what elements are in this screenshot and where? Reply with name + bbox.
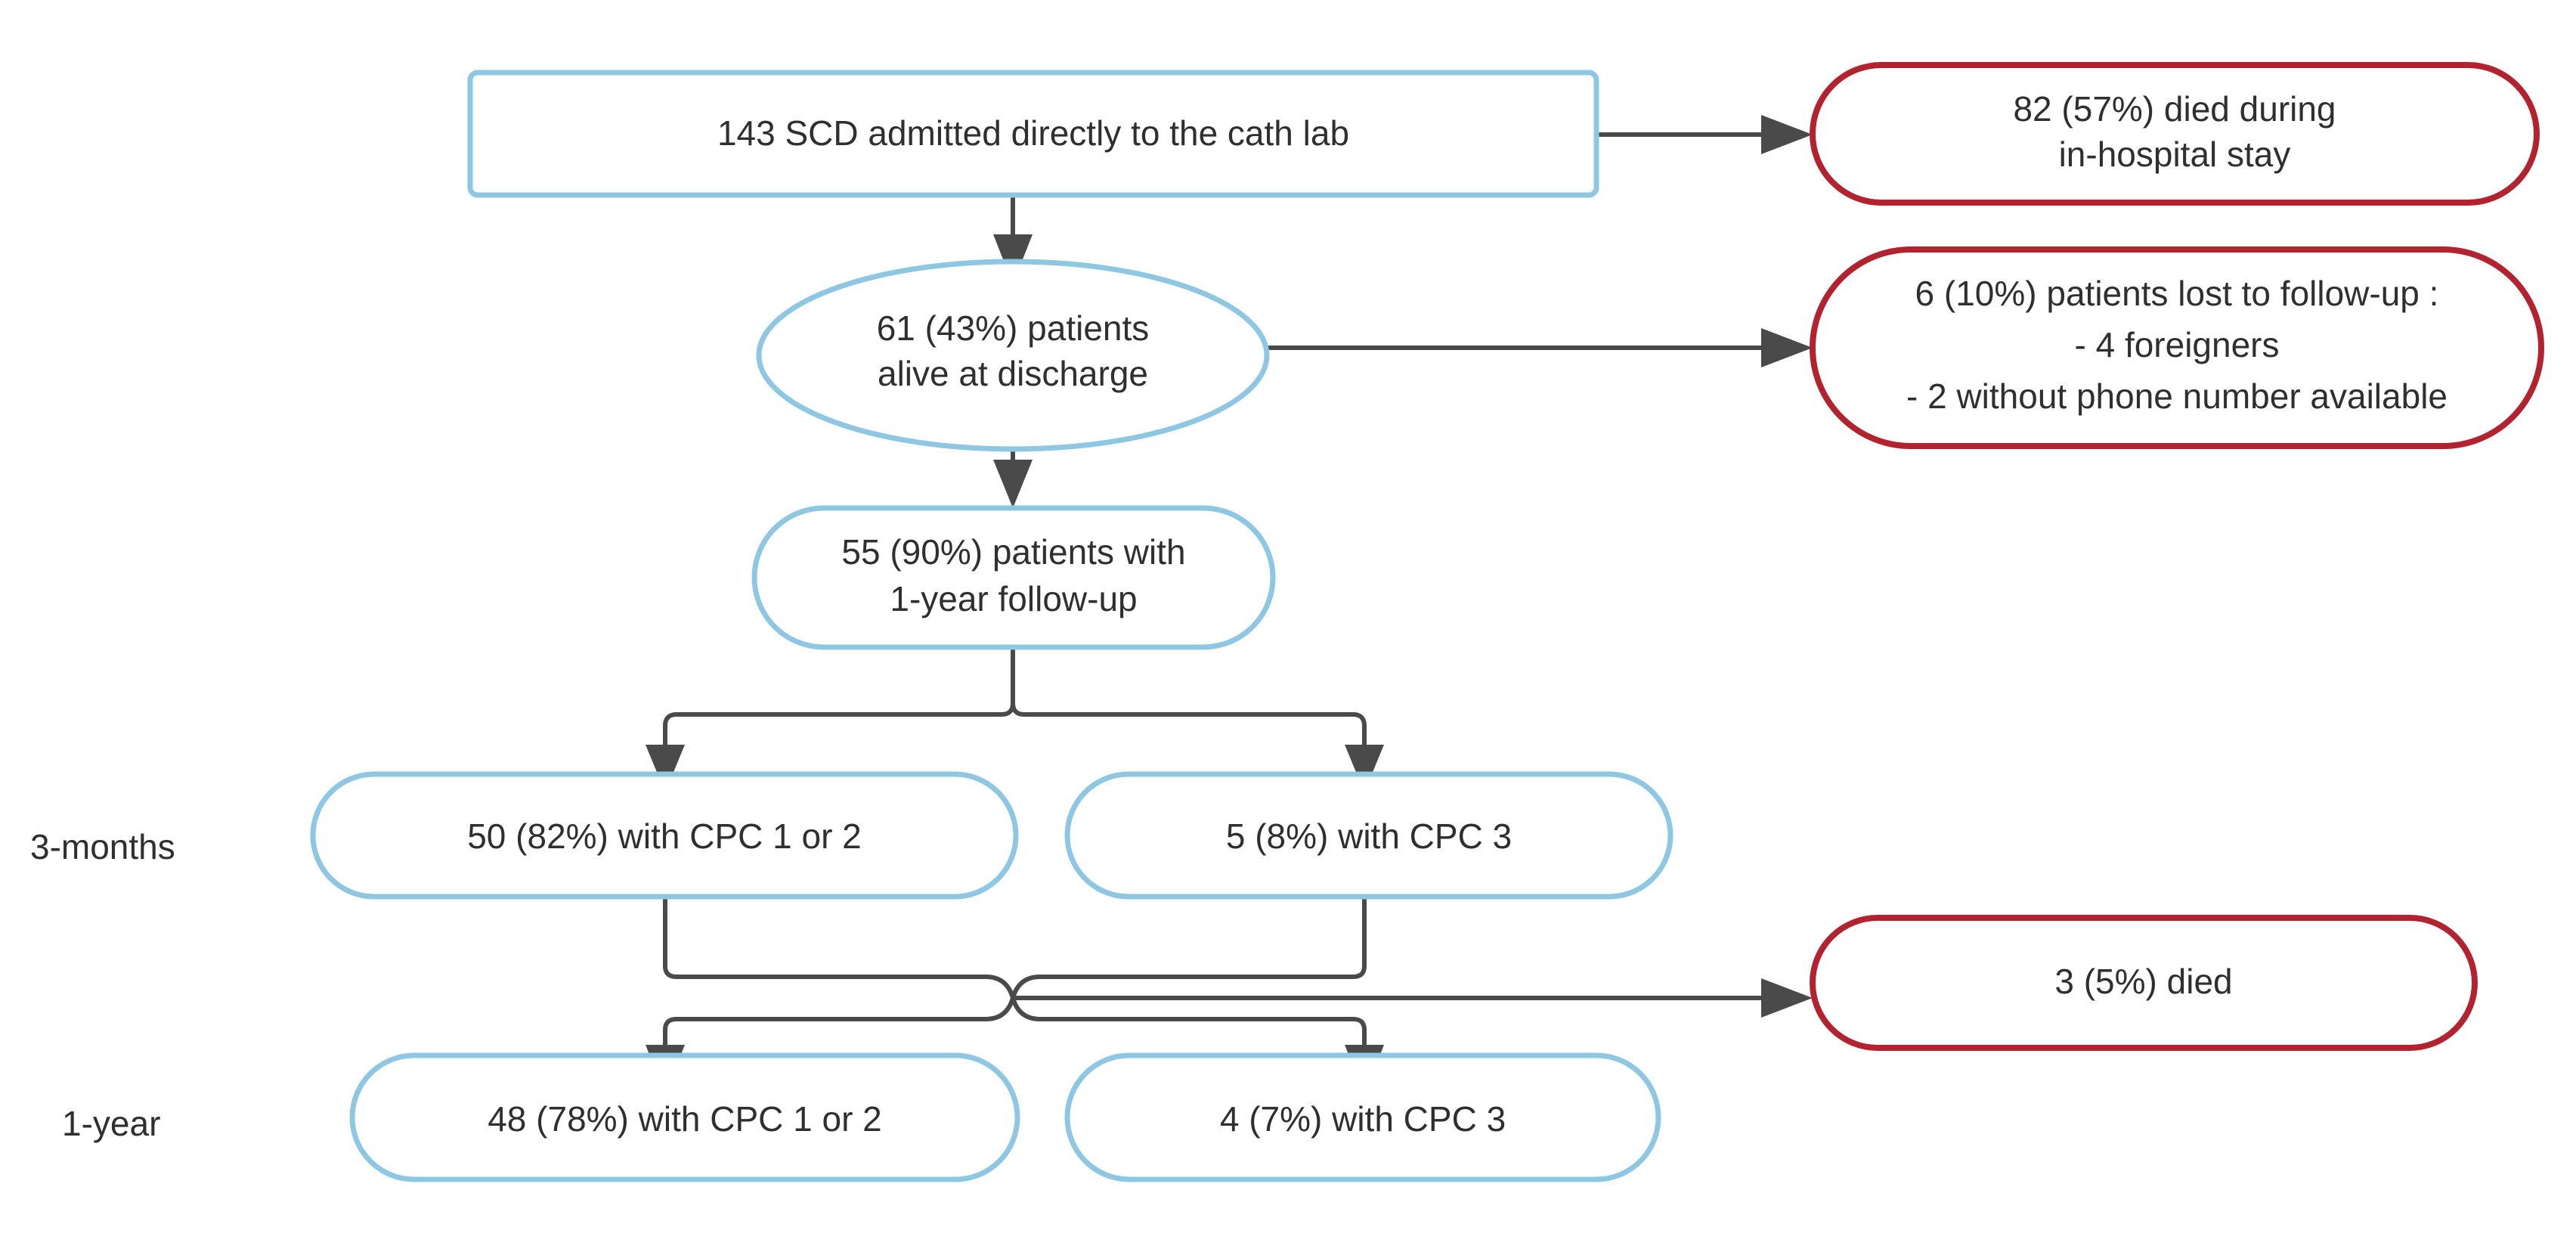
node-alive-at-discharge[interactable]: 61 (43%) patients alive at discharge	[756, 259, 1270, 452]
node-died-followup-label: 3 (5%) died	[2054, 962, 2232, 1001]
edge-line-lower-right	[1011, 997, 1367, 1045]
node-one-year-follow-up[interactable]: 55 (90%) patients with 1-year follow-up	[751, 505, 1276, 650]
stage-label-3-months: 3-months	[30, 827, 175, 866]
node-cpc12-1year-label: 48 (78%) with CPC 1 or 2	[488, 1099, 882, 1139]
arrow-head-icon	[1761, 328, 1813, 367]
node-cpc12-3months-shape[interactable]	[310, 771, 1019, 900]
arrow-head-icon	[993, 460, 1033, 508]
arrow-head-icon	[1761, 978, 1813, 1018]
node-in-hospital-death[interactable]: 82 (57%) died during in-hospital stay	[1810, 62, 2540, 206]
node-alive-at-discharge-label-line2: alive at discharge	[878, 354, 1148, 393]
edge-line-lower-left	[663, 997, 1015, 1045]
node-lost-to-follow-up-label-line3: - 2 without phone number available	[1906, 376, 2448, 416]
node-cpc3-3months[interactable]: 5 (8%) with CPC 3	[1064, 771, 1673, 900]
edge-line-right	[1011, 702, 1367, 745]
node-one-year-follow-up-label-line1: 55 (90%) patients with	[841, 532, 1185, 572]
node-lost-to-follow-up-label-line2: - 4 foreigners	[2074, 325, 2279, 364]
edge-admitted-to-inhospital	[1596, 115, 1813, 154]
connectors-group	[646, 115, 1813, 1095]
edge-line-left-down	[663, 896, 986, 979]
node-alive-at-discharge-shape[interactable]	[756, 259, 1270, 452]
node-cpc3-3months-label: 5 (8%) with CPC 3	[1226, 817, 1512, 856]
node-cpc3-1year-shape[interactable]	[1064, 1052, 1661, 1182]
node-cpc12-1year[interactable]: 48 (78%) with CPC 1 or 2	[349, 1052, 1020, 1182]
node-died-followup[interactable]: 3 (5%) died	[1810, 915, 2478, 1051]
node-admitted-label: 143 SCD admitted directly to the cath la…	[717, 113, 1349, 153]
node-cpc3-3months-shape[interactable]	[1064, 771, 1673, 900]
node-cpc12-1year-shape[interactable]	[349, 1052, 1020, 1182]
node-alive-at-discharge-label-line1: 61 (43%) patients	[877, 308, 1150, 348]
edge-alive-to-lost	[1264, 328, 1813, 367]
node-cpc12-3months[interactable]: 50 (82%) with CPC 1 or 2	[310, 771, 1019, 900]
edge-followup-split	[646, 646, 1384, 792]
edge-line-left	[663, 646, 1015, 745]
node-lost-to-follow-up-label-line1: 6 (10%) patients lost to follow-up :	[1915, 274, 2439, 313]
edge-line-right-down	[1040, 896, 1367, 979]
node-in-hospital-death-shape[interactable]	[1810, 62, 2540, 206]
node-in-hospital-death-label-line1: 82 (57%) died during	[2013, 89, 2336, 129]
stage-label-1-year: 1-year	[62, 1104, 160, 1143]
node-lost-to-follow-up-shape[interactable]	[1810, 246, 2544, 449]
arrow-head-icon	[1761, 115, 1813, 154]
arrow-head-icon	[1345, 745, 1384, 792]
node-cpc3-1year-label: 4 (7%) with CPC 3	[1220, 1099, 1506, 1139]
node-one-year-follow-up-shape[interactable]	[751, 505, 1276, 650]
node-lost-to-follow-up[interactable]: 6 (10%) patients lost to follow-up : - 4…	[1810, 246, 2544, 449]
node-cpc3-1year[interactable]: 4 (7%) with CPC 3	[1064, 1052, 1661, 1182]
node-one-year-follow-up-label-line2: 1-year follow-up	[890, 579, 1137, 618]
node-cpc12-3months-label: 50 (82%) with CPC 1 or 2	[467, 817, 862, 856]
node-in-hospital-death-label-line2: in-hospital stay	[2059, 135, 2291, 174]
edge-line-junction-upper-right	[1011, 975, 1041, 999]
edge-line-junction-upper-left	[985, 975, 1761, 1000]
node-admitted-shape[interactable]	[467, 70, 1599, 198]
node-admitted[interactable]: 143 SCD admitted directly to the cath la…	[467, 70, 1599, 198]
arrow-head-icon	[646, 745, 685, 792]
node-died-followup-shape[interactable]	[1810, 915, 2478, 1051]
